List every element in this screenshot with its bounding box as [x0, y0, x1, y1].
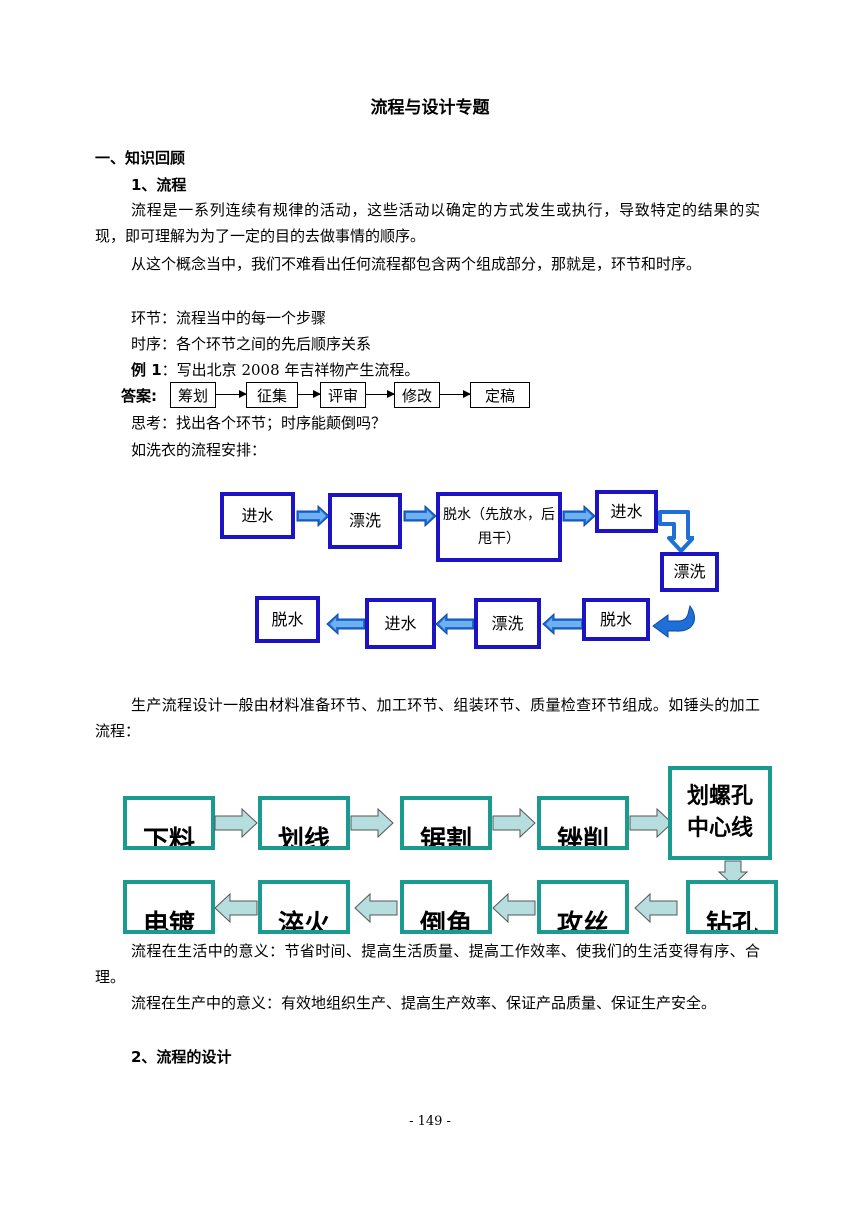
answer-label: 答案:: [121, 387, 157, 405]
hammer-step-box: 锉削: [537, 796, 629, 850]
arrow-right-icon: [629, 808, 673, 838]
hammer-step-box: 电镀: [123, 880, 215, 934]
arrow-left-icon: [492, 893, 536, 923]
hammer-step-box: 下料: [123, 796, 215, 850]
line-order: 时序：各个环节之间的先后顺序关系: [131, 335, 372, 353]
example-1: 例 1：写出北京 2008 年吉祥物产生流程。: [131, 357, 419, 383]
arrow-left-icon: [354, 893, 398, 923]
subsection-heading: 2、流程的设计: [131, 1048, 232, 1066]
wash-step-box: 进水: [595, 490, 658, 533]
wash-step-box: 漂洗: [328, 493, 402, 549]
subsection-heading: 1、流程: [131, 176, 187, 194]
arrow-right-icon: [403, 505, 437, 527]
hammer-step-box: 划线: [258, 796, 350, 850]
page-title: 流程与设计专题: [370, 98, 490, 118]
arrow-right-icon: [492, 808, 536, 838]
arrow-left-icon: [542, 613, 584, 635]
arrow-left-icon: [214, 893, 258, 923]
mascot-step-box: 修改: [394, 382, 440, 408]
section-heading: 一、知识回顾: [95, 149, 186, 167]
arrow-down-icon: [718, 860, 748, 886]
wash-step-box: 脱水: [582, 598, 650, 641]
page-number: - 149 -: [409, 1114, 451, 1129]
paragraph-life-meaning: 流程在生活中的意义：节省时间、提高生活质量、提高工作效率、使我们的生活变得有序、…: [95, 942, 760, 986]
hammer-step-box-large: 划螺孔中心线: [668, 766, 772, 860]
hammer-step-box: 倒角: [400, 880, 492, 934]
example-label: 例 1: [131, 361, 162, 379]
arrow-right-icon: [214, 808, 258, 838]
arrow-right-icon: [562, 505, 596, 527]
arrow-right-icon: [350, 808, 394, 838]
hammer-step-box: 钻孔: [686, 880, 778, 934]
mascot-step-box: 定稿: [470, 382, 530, 408]
paragraph-components: 从这个概念当中，我们不难看出任何流程都包含两个组成部分，那就是，环节和时序。: [131, 255, 702, 273]
wash-step-box: 脱水（先放水，后甩干）: [436, 492, 562, 562]
line-step: 环节：流程当中的每一个步骤: [131, 309, 327, 327]
wash-intro: 如洗衣的流程安排：: [131, 441, 267, 459]
arrow-right-icon: [216, 390, 247, 398]
think-line: 思考：找出各个环节；时序能颠倒吗？: [131, 414, 387, 432]
arrow-right-icon: [440, 390, 471, 398]
hammer-step-box: 淬火: [258, 880, 350, 934]
wash-step-box: 漂洗: [660, 552, 719, 592]
paragraph-definition: 流程是一系列连续有规律的活动，这些活动以确定的方式发生或执行，导致特定的结果的实…: [95, 201, 760, 245]
mascot-step-box: 评审: [320, 382, 366, 408]
arrow-right-icon: [298, 390, 321, 398]
mascot-step-box: 筹划: [170, 382, 216, 408]
wash-step-box: 脱水: [255, 596, 320, 643]
arrow-right-icon: [296, 505, 330, 527]
example-text: ：写出北京 2008 年吉祥物产生流程。: [161, 361, 420, 379]
wash-step-box: 漂洗: [474, 598, 541, 649]
turn-left-arrow-icon: [652, 604, 695, 638]
wash-step-box: 进水: [220, 492, 295, 539]
paragraph-production: 生产流程设计一般由材料准备环节、加工环节、组装环节、质量检查环节组成。如锤头的加…: [95, 696, 760, 740]
wash-step-box: 进水: [365, 598, 436, 649]
hammer-step-box: 锯割: [400, 796, 492, 850]
arrow-right-icon: [366, 390, 395, 398]
hammer-step-box: 攻丝: [537, 880, 629, 934]
mascot-step-box: 征集: [246, 382, 298, 408]
paragraph-production-meaning: 流程在生产中的意义：有效地组织生产、提高生产效率、保证产品质量、保证生产安全。: [131, 994, 717, 1012]
arrow-left-icon: [435, 613, 475, 635]
arrow-left-icon: [326, 613, 366, 635]
turn-down-arrow-icon: [658, 510, 694, 552]
arrow-left-icon: [634, 893, 678, 923]
